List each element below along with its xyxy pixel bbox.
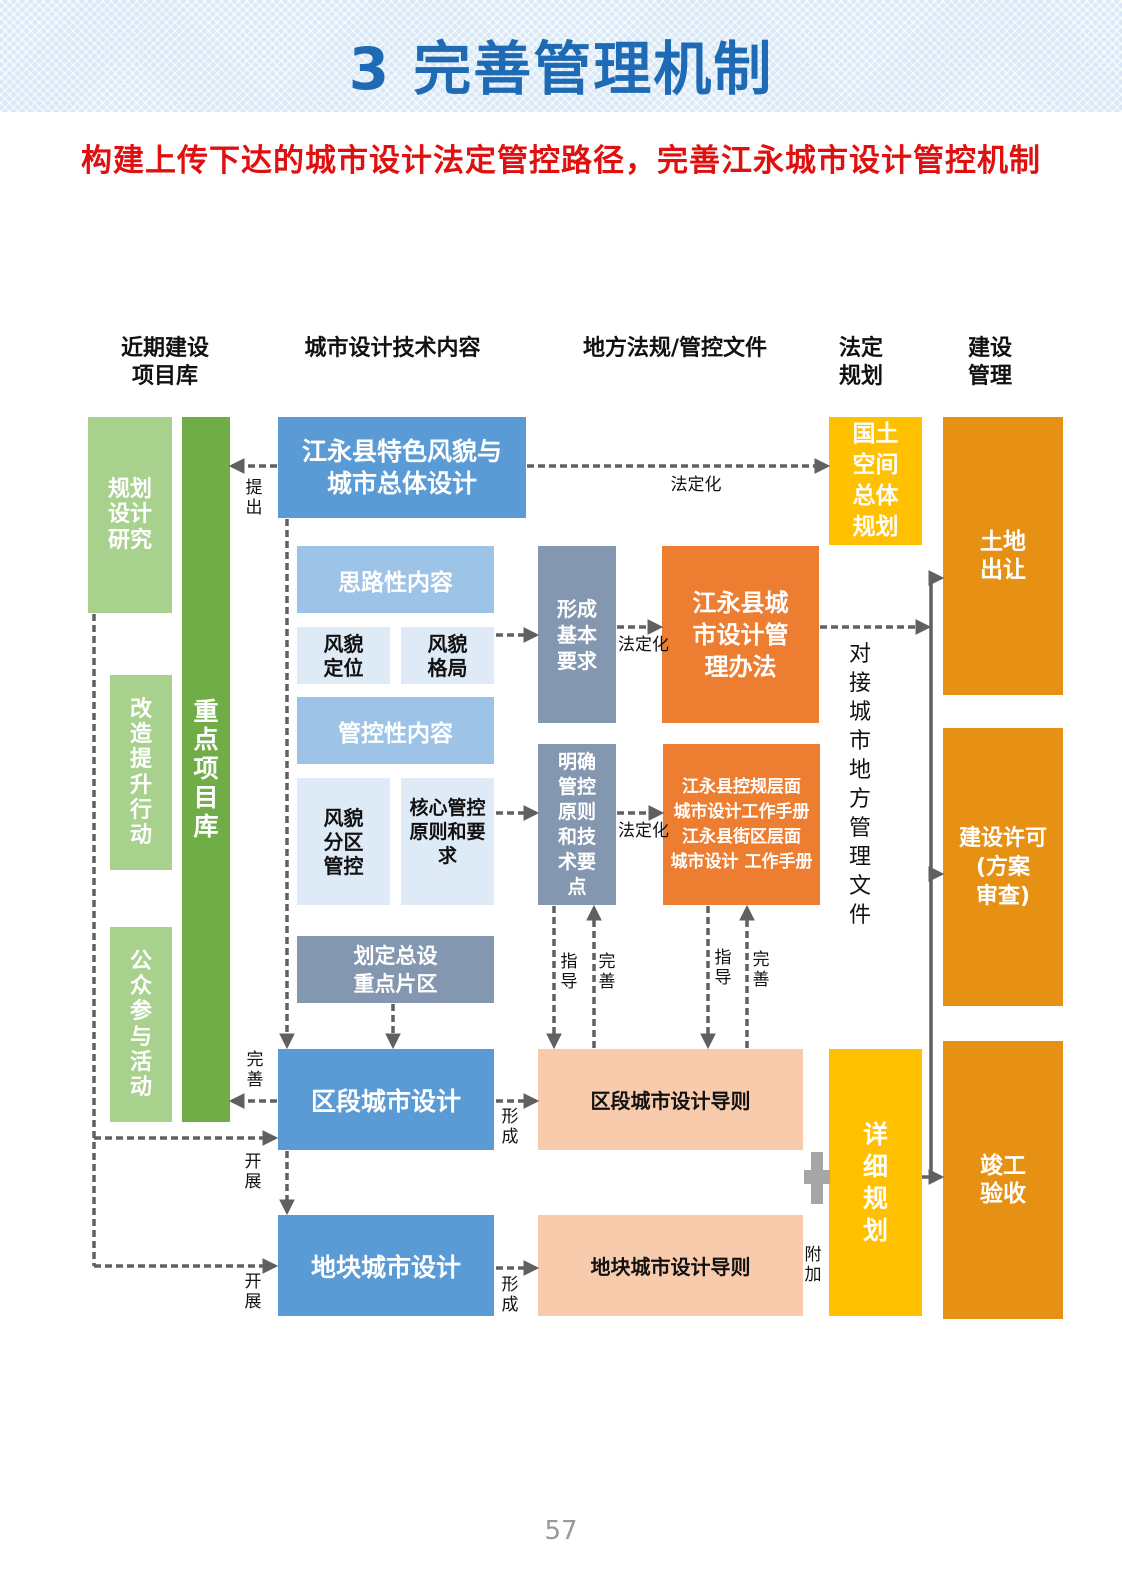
block-guideline-box: 地块城市设计导则 [538, 1215, 803, 1316]
page-number: 57 [544, 1516, 578, 1546]
renovation-action-box: 改 造 提 升 行 动 [110, 675, 172, 870]
col-tech-content: 城市设计技术内容 [304, 336, 481, 361]
label-legalize-2: 法定化 [618, 821, 669, 841]
col-statutory-plan: 法定 规划 [838, 336, 883, 389]
label-legalize-top: 法定化 [670, 475, 722, 495]
management-method-box: 江永县城 市设计管 理办法 [662, 546, 819, 723]
core-control-principles-box: 核心管控 原则和要求 [401, 778, 494, 905]
label-improve-2: 完 善 [752, 950, 770, 990]
label-guide-2: 指 导 [714, 948, 732, 988]
clarify-control-principles-box: 明确 管控 原则 和技 术要 点 [538, 744, 616, 905]
style-positioning-box: 风貌 定位 [297, 627, 390, 684]
label-form-1: 形 成 [501, 1107, 519, 1147]
land-transfer-box: 土地 出让 [943, 417, 1063, 695]
label-form-2: 形 成 [501, 1275, 519, 1315]
district-guideline-box: 区段城市设计导则 [538, 1049, 803, 1150]
public-participation-box: 公 众 参 与 活 动 [110, 927, 172, 1122]
detailed-plan-box: 详 细 规 划 [829, 1049, 922, 1316]
label-improve-left: 完 善 [246, 1050, 264, 1090]
key-project-library-box: 重 点 项 目 库 [182, 417, 230, 1122]
overall-design-box: 江永县特色风貌与 城市总体设计 [278, 417, 526, 518]
label-develop-2: 开 展 [244, 1272, 262, 1312]
connect-local-docs-label: 对 接 城 市 地 方 管 理 文 件 [848, 642, 871, 928]
label-attach: 附 加 [804, 1245, 822, 1285]
control-content-box: 管控性内容 [297, 697, 494, 764]
form-basic-requirements-box: 形成 基本 要求 [538, 546, 616, 723]
label-guide-1: 指 导 [560, 952, 578, 992]
style-pattern-box: 风貌 格局 [401, 627, 494, 684]
style-zoning-control-box: 风貌 分区 管控 [297, 778, 390, 905]
col-local-regulations: 地方法规/管控文件 [582, 336, 768, 361]
label-propose: 提 出 [245, 478, 263, 518]
block-design-box: 地块城市设计 [278, 1215, 494, 1316]
label-improve-1: 完 善 [598, 952, 616, 992]
label-legalize-1: 法定化 [618, 635, 669, 655]
col-recent-projects: 近期建设 项目库 [120, 336, 209, 389]
thinking-content-box: 思路性内容 [297, 546, 494, 613]
plus-icon [804, 1152, 830, 1204]
plan-research-box: 规划 设计 研究 [88, 417, 172, 613]
page-title: 3 完善管理机制 [348, 35, 774, 103]
work-manuals-box: 江永县控规层面 城市设计工作手册 江永县街区层面 城市设计 工作手册 [663, 744, 820, 905]
label-develop-1: 开 展 [244, 1152, 262, 1192]
construction-permit-box: 建设许可 (方案 审查) [943, 728, 1063, 1006]
col-construction-mgmt: 建设 管理 [967, 336, 1012, 389]
territorial-plan-box: 国土 空间 总体 规划 [829, 417, 922, 545]
key-areas-box: 划定总设 重点片区 [297, 936, 494, 1003]
header-band [0, 0, 1122, 112]
district-design-box: 区段城市设计 [278, 1049, 494, 1150]
completion-acceptance-box: 竣工 验收 [943, 1041, 1063, 1319]
page-subtitle: 构建上传下达的城市设计法定管控路径，完善江永城市设计管控机制 [81, 143, 1041, 179]
